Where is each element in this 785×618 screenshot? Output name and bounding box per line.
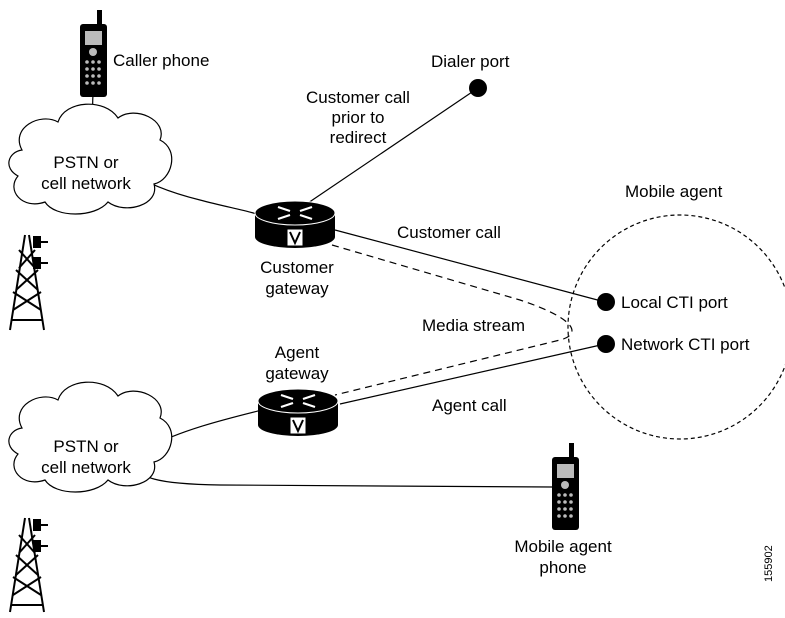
port-dot-icon: [597, 293, 615, 311]
mobile-agent-boundary: [567, 214, 785, 440]
figure-id: 155902: [763, 545, 775, 582]
caller-phone: Caller phone: [80, 10, 209, 97]
customer-call-prior-line1: Customer call: [306, 88, 410, 107]
pstn-bottom-label-line2: cell network: [41, 458, 131, 477]
pstn-top-label-line1: PSTN or: [53, 153, 119, 172]
customer-call-label: Customer call: [397, 223, 501, 242]
customer-call-prior-line2: prior to: [332, 108, 385, 127]
voice-gateway-router-icon: [254, 200, 336, 248]
network-cti-port-label: Network CTI port: [621, 335, 750, 354]
agent-gateway-label-line2: gateway: [265, 364, 329, 383]
customer-call-prior-label: Customer call prior to redirect: [306, 88, 410, 147]
agent-call-label: Agent call: [432, 396, 507, 415]
dialer-port: Dialer port: [431, 52, 510, 97]
agent-gateway: Agent gateway: [257, 343, 339, 436]
customer-gateway: Customer gateway: [254, 200, 336, 298]
mobile-agent-phone-label-line1: Mobile agent: [514, 537, 612, 556]
caller-phone-label: Caller phone: [113, 51, 209, 70]
cell-phone-icon: [80, 10, 107, 97]
cell-tower-icon: [9, 517, 48, 613]
local-cti-port: Local CTI port: [597, 293, 728, 312]
pstn-cloud-bottom: PSTN or cell network: [8, 381, 173, 493]
port-dot-icon: [469, 79, 487, 97]
media-stream-label: Media stream: [422, 316, 525, 335]
mobile-agent-phone: Mobile agent phone: [514, 443, 612, 577]
customer-gateway-label-line1: Customer: [260, 258, 334, 277]
pstn-bottom-label-line1: PSTN or: [53, 437, 119, 456]
port-dot-icon: [597, 335, 615, 353]
dialer-port-label: Dialer port: [431, 52, 510, 71]
agent-call-line: [339, 343, 606, 405]
voice-gateway-router-icon: [257, 388, 339, 436]
customer-gateway-label-line2: gateway: [265, 279, 329, 298]
pstn-cloud-top: PSTN or cell network: [8, 103, 173, 215]
customer-call-prior-line3: redirect: [330, 128, 387, 147]
local-cti-port-label: Local CTI port: [621, 293, 728, 312]
mobile-agent-phone-label-line2: phone: [539, 558, 586, 577]
dialer-call-line: [307, 87, 479, 204]
pstn-top-label-line2: cell network: [41, 174, 131, 193]
media-stream-line: [331, 244, 573, 396]
mobile-agent-label: Mobile agent: [625, 182, 723, 201]
network-cti-port: Network CTI port: [597, 335, 750, 354]
agent-gateway-label-line1: Agent: [275, 343, 320, 362]
cell-tower-icon: [9, 234, 48, 331]
network-cloud-icon: [8, 103, 173, 215]
pstn-to-mobile-phone-line: [140, 461, 553, 488]
cell-phone-icon: [552, 443, 579, 530]
network-cloud-icon: [8, 381, 173, 493]
customer-call-line: [334, 229, 606, 303]
